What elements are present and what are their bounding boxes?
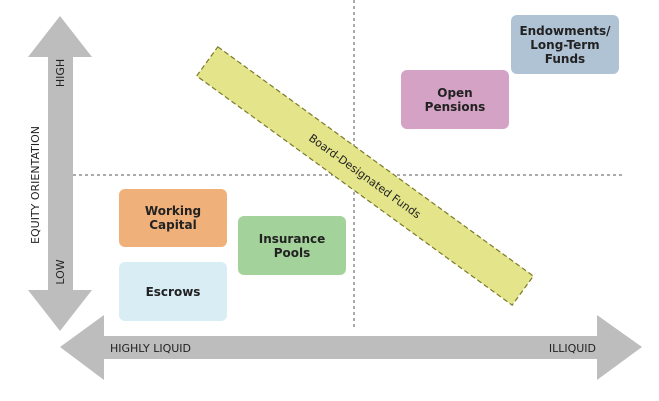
- board-designated-label: Board-Designated Funds: [306, 131, 423, 221]
- working-capital-box: Working Capital: [119, 189, 227, 247]
- vertical-high-label: HIGH: [54, 59, 67, 87]
- endowments-label: Endowments/ Long-Term Funds: [519, 23, 611, 66]
- vertical-low-label: LOW: [54, 259, 67, 284]
- escrows-box: Escrows: [119, 262, 227, 321]
- vertical-axis-label: EQUITY ORIENTATION: [29, 126, 42, 244]
- open-pensions-label: Open Pensions: [424, 85, 486, 114]
- vertical-axis-arrow: [28, 16, 92, 331]
- horizontal-high-label: ILLIQUID: [549, 342, 596, 355]
- horizontal-axis-arrow: [60, 315, 642, 380]
- working-capital-label: Working Capital: [144, 204, 202, 232]
- insurance-pools-box: Insurance Pools: [238, 216, 346, 275]
- horizontal-low-label: HIGHLY LIQUID: [110, 342, 191, 355]
- endowments-box: Endowments/ Long-Term Funds: [511, 15, 619, 74]
- escrows-label: Escrows: [145, 284, 201, 299]
- insurance-pools-label: Insurance Pools: [258, 231, 326, 260]
- open-pensions-box: Open Pensions: [401, 70, 509, 129]
